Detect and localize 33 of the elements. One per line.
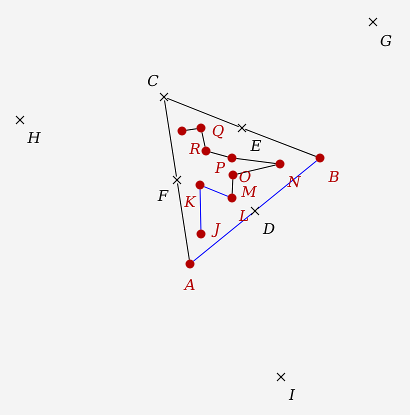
line-segment <box>210 152 228 158</box>
point-label: N <box>287 174 301 190</box>
line-segment <box>204 186 228 197</box>
point-label: Q <box>212 123 224 139</box>
line-segment <box>244 128 316 157</box>
line-segment <box>164 100 177 178</box>
point-label: A <box>184 277 196 293</box>
line-segment <box>177 182 190 260</box>
point-label: R <box>189 141 201 157</box>
line-segment <box>257 160 317 210</box>
line-segment <box>186 128 198 131</box>
point-label: C <box>147 73 159 89</box>
point-label: J <box>214 221 220 237</box>
point-label: F <box>158 188 168 204</box>
point-dot <box>177 126 187 136</box>
point-label: M <box>241 184 257 200</box>
point-label: K <box>184 194 196 210</box>
line-segment <box>200 189 202 230</box>
point-label: P <box>214 160 226 176</box>
point-label: I <box>289 387 295 403</box>
line-segment <box>236 158 276 164</box>
line-segment <box>201 132 206 148</box>
line-segment <box>166 98 240 128</box>
point-label: B <box>328 169 340 185</box>
point-label: L <box>239 208 249 224</box>
point-label: G <box>380 33 392 49</box>
point-label: E <box>250 138 262 154</box>
line-segment <box>193 212 253 262</box>
point-label: O <box>238 169 252 185</box>
point-label: H <box>27 130 41 146</box>
line-segment <box>236 164 276 174</box>
point-label: D <box>262 221 276 237</box>
line-segment <box>232 179 234 194</box>
